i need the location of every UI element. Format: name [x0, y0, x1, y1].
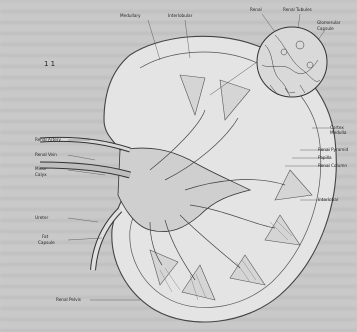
label-renal-artery: Renal Artery: [35, 137, 62, 142]
label-renal-pelvis: Renal Pelvis: [56, 297, 81, 302]
label-fat: Fat: [42, 234, 49, 239]
label-interlobar: Interlobar: [318, 197, 339, 202]
figure-number: 1 1: [44, 60, 55, 68]
label-renal-tubules: Renal Tubules: [283, 7, 312, 12]
label-medulla: Medulla: [330, 130, 347, 135]
label-papilla: Papilla: [318, 155, 332, 160]
label-renal: Renal: [250, 7, 262, 12]
label-calyx: Calyx: [35, 172, 47, 177]
label-capsule-top: Capsule: [317, 26, 334, 31]
label-capsule-left: Capsule: [38, 240, 55, 245]
label-ureter: Ureter: [35, 215, 48, 220]
label-medullary: Medullary: [120, 13, 141, 18]
label-renal-column: Renal Column: [318, 163, 347, 168]
label-glomerular: Glomerular: [317, 20, 341, 25]
label-renal-pyramid: Renal Pyramid: [318, 147, 349, 152]
label-renal-vein: Renal Vein: [35, 152, 57, 157]
label-interlobular: Interlobular: [168, 13, 193, 18]
label-minor: Minor: [35, 166, 47, 171]
